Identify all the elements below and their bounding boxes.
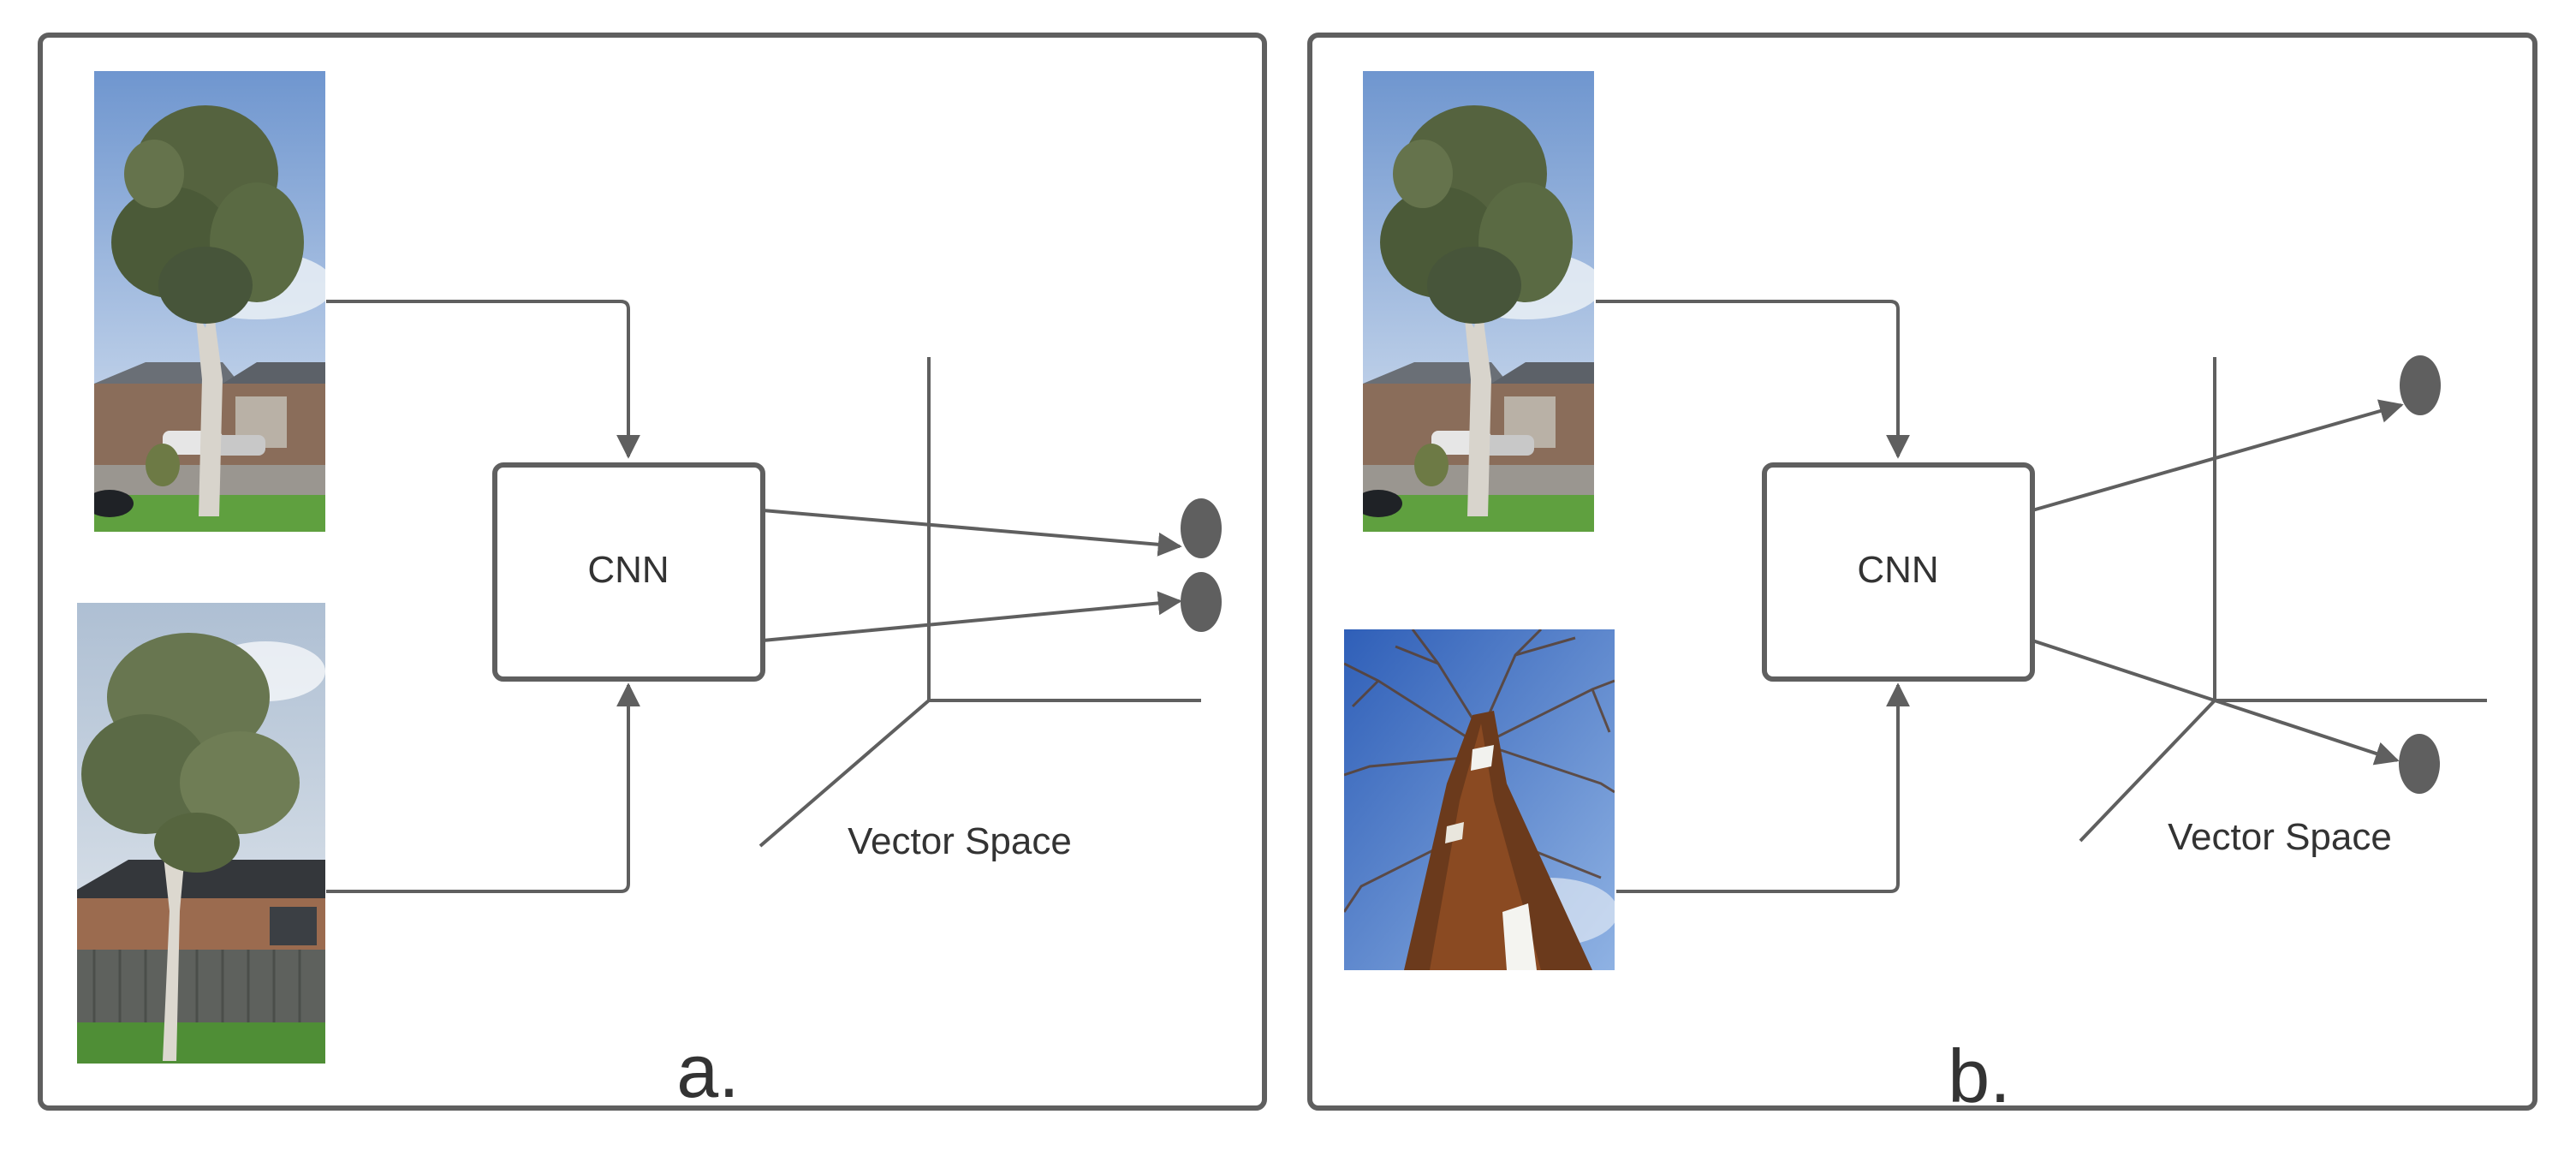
panel-a-embedding-point-1 [1181, 498, 1222, 558]
panel-b-vector-space-axes [2079, 357, 2487, 843]
panel-b-arrow-to-point-2 [2032, 639, 2400, 766]
panel-a-caption: a. [676, 1028, 739, 1113]
panel-a-arrow-to-point-2 [762, 591, 1182, 642]
panel-b-cnn-box [1762, 462, 2035, 682]
panel-b-arrow-bottom-to-cnn [1616, 682, 1910, 893]
panel-a-vector-space-axes [759, 357, 1201, 848]
panel-b-photo-bottom [1344, 629, 1615, 970]
panel-b-vector-space-label: Vector Space [2168, 816, 2392, 858]
panel-a-photo-bottom [77, 603, 325, 1064]
panel-a-photo-top [94, 71, 325, 532]
panel-b-cnn-label: CNN [1857, 549, 1938, 591]
panel-b-caption: b. [1948, 1034, 2010, 1118]
panel-a-arrow-bottom-to-cnn [326, 682, 640, 893]
panel-b-arrow-to-point-1 [2032, 399, 2404, 512]
panel-a-frame [38, 33, 1267, 1111]
panel-a-vector-space-label: Vector Space [848, 820, 1072, 862]
panel-a-arrow-to-point-1 [762, 509, 1182, 557]
panel-b-photo-top [1363, 71, 1594, 532]
panel-a-arrow-top-to-cnn [326, 300, 640, 459]
panel-a-cnn-label: CNN [587, 549, 669, 591]
panel-b-frame [1307, 33, 2537, 1111]
panel-b: CNN Vector Space b. [1307, 33, 2537, 1118]
panel-b-embedding-point-2 [2399, 734, 2440, 794]
panel-a-cnn-box [492, 462, 765, 682]
panel-b-arrow-top-to-cnn [1596, 300, 1910, 459]
panel-a: CNN Vector Space a. [38, 33, 1267, 1113]
panel-a-embedding-point-2 [1181, 572, 1222, 632]
panel-b-embedding-point-1 [2400, 355, 2441, 415]
